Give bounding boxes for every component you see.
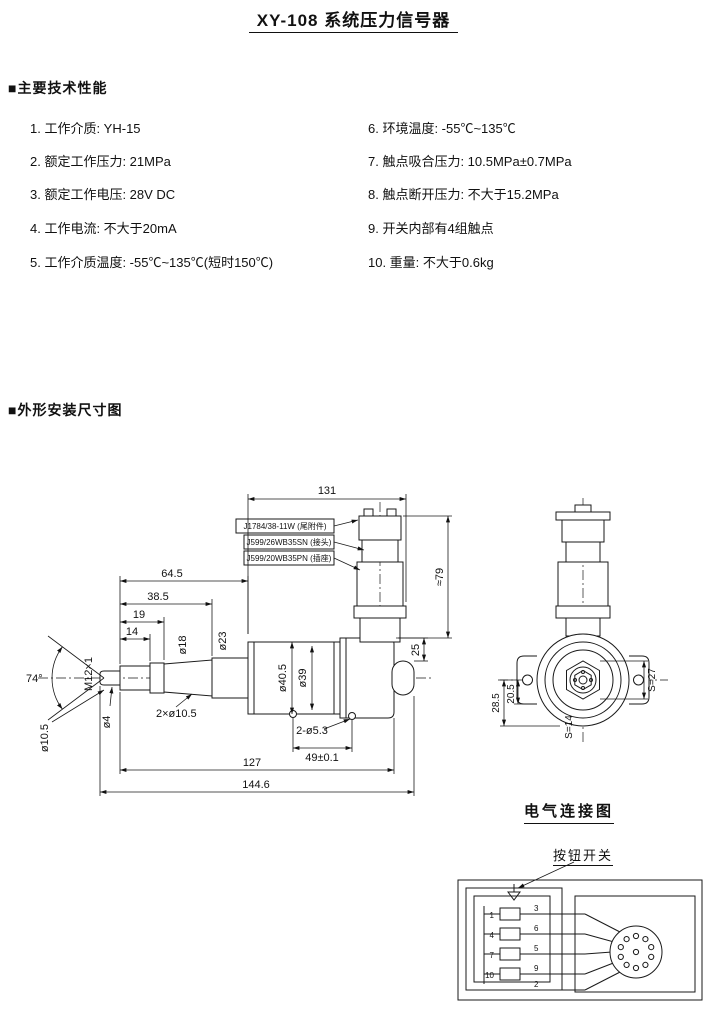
pin-1: 1 bbox=[490, 911, 495, 920]
switch-label: 按钮开关 bbox=[553, 845, 614, 866]
flange-face bbox=[516, 633, 650, 727]
side-view: 74° J1784/38-11W (尾附件) J599/26WB35SN (接头… bbox=[26, 485, 452, 796]
electrical-diagram: 1 4 7 10 3 6 5 9 2 bbox=[457, 861, 703, 1001]
dim-dia39: ø39 bbox=[297, 669, 309, 688]
spec-item-7: 7. 触点吸合压力: 10.5MPa±0.7MPa bbox=[368, 154, 572, 169]
cone-angle: 74° bbox=[26, 635, 105, 721]
dim-dia18: ø18 bbox=[177, 636, 189, 655]
wire-5: 5 bbox=[534, 944, 539, 953]
connector-stack-end bbox=[555, 504, 611, 637]
dim-25: 25 bbox=[410, 644, 422, 656]
dim-64-5: 64.5 bbox=[161, 568, 182, 580]
spec-item-8: 8. 触点断开压力: 不大于15.2MPa bbox=[368, 187, 559, 202]
wire-2: 2 bbox=[534, 980, 539, 989]
spec-item-6: 6. 环境温度: -55℃~135℃ bbox=[368, 121, 516, 136]
pin-7: 7 bbox=[490, 951, 495, 960]
dim-14: 14 bbox=[126, 626, 138, 638]
wire-6: 6 bbox=[534, 924, 539, 933]
dim-s27: S=27 bbox=[647, 668, 658, 692]
page-title-text: XY-108 系统压力信号器 bbox=[248, 11, 459, 33]
dim-dia4: ø4 bbox=[101, 716, 113, 729]
dim-144-6: 144.6 bbox=[242, 779, 270, 791]
wire-9: 9 bbox=[534, 964, 539, 973]
end-dimensions: 28.5 20.5 S=14 S=27 bbox=[491, 660, 658, 739]
spec-item-2: 2. 额定工作压力: 21MPa bbox=[30, 154, 171, 169]
wires bbox=[474, 913, 625, 991]
side-dimensions: 131 ≈79 25 64.5 38.5 bbox=[39, 485, 452, 796]
end-view: 28.5 20.5 S=14 S=27 bbox=[491, 498, 668, 742]
spec-item-5: 5. 工作介质温度: -55℃~135℃(短时150℃) bbox=[30, 255, 274, 270]
connector-callouts: J1784/38-11W (尾附件) J599/26WB35SN (接头) J5… bbox=[235, 518, 365, 571]
spec-item-10: 10. 重量: 不大于0.6kg bbox=[368, 255, 494, 270]
electrical-heading: 电气连接图 bbox=[524, 800, 615, 824]
dim-mount-holes: 2-ø5.3 bbox=[296, 725, 328, 737]
spec-item-9: 9. 开关内部有4组触点 bbox=[368, 221, 494, 236]
dim-127: 127 bbox=[243, 757, 261, 769]
dim-28-5: 28.5 bbox=[491, 693, 502, 713]
dim-74deg: 74° bbox=[26, 673, 43, 685]
spec-item-3: 3. 额定工作电压: 28V DC bbox=[30, 187, 176, 202]
dim-s14: S=14 bbox=[564, 715, 575, 739]
wire-3: 3 bbox=[534, 904, 539, 913]
device-profile bbox=[99, 637, 415, 720]
callout-tail-accessory: J1784/38-11W (尾附件) bbox=[244, 521, 327, 531]
specs-heading: ■主要技术性能 bbox=[8, 80, 108, 96]
switch-leader-line bbox=[517, 861, 575, 889]
ground-symbol bbox=[507, 884, 521, 901]
dim-20-5: 20.5 bbox=[506, 684, 517, 704]
dim-19: 19 bbox=[133, 609, 145, 621]
dim-dia40-5: ø40.5 bbox=[277, 664, 289, 692]
switch-contacts bbox=[483, 906, 521, 984]
connector-stack-side bbox=[353, 508, 407, 643]
dim-dia10-5: ø10.5 bbox=[39, 724, 51, 752]
pin-4: 4 bbox=[490, 931, 495, 940]
dim-thread: M12×1 bbox=[83, 657, 95, 691]
drawing-heading: ■外形安装尺寸图 bbox=[8, 402, 123, 418]
dim-49: 49±0.1 bbox=[305, 752, 339, 764]
pin-numbers: 1 4 7 10 3 6 5 9 2 bbox=[485, 904, 539, 989]
page-title: XY-108 系统压力信号器 bbox=[0, 6, 707, 33]
dim-dia23: ø23 bbox=[217, 632, 229, 651]
circuit-frames bbox=[457, 879, 703, 1001]
callout-socket: J599/20WB35PN (插座) bbox=[247, 553, 332, 563]
callout-plug: J599/26WB35SN (接头) bbox=[247, 537, 332, 547]
dim-131: 131 bbox=[318, 485, 336, 497]
connector-face bbox=[609, 925, 663, 979]
spec-item-1: 1. 工作介质: YH-15 bbox=[30, 121, 141, 136]
spec-item-4: 4. 工作电流: 不大于20mA bbox=[30, 221, 177, 236]
dim-38-5: 38.5 bbox=[147, 591, 168, 603]
dim-wrench-holes: 2×ø10.5 bbox=[156, 708, 197, 720]
pin-10: 10 bbox=[485, 971, 494, 980]
dim-79: ≈79 bbox=[434, 568, 446, 586]
